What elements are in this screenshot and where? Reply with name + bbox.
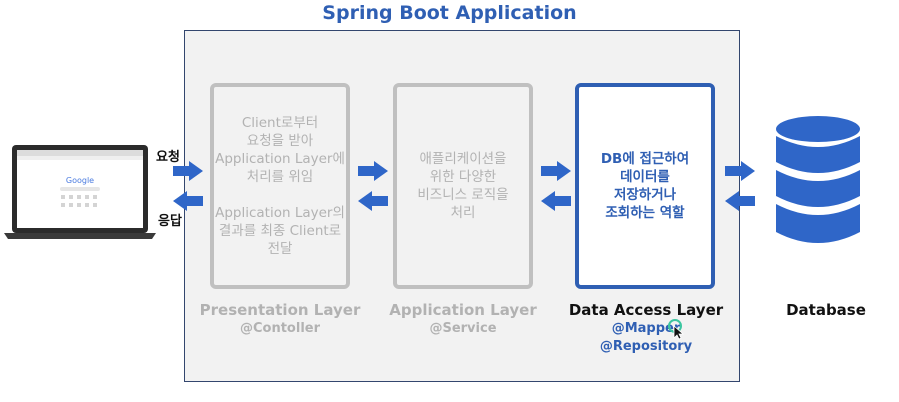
arrow-left-icon: [541, 191, 571, 211]
application-layer-box: 애플리케이션을 위한 다양한 비즈니스 로직을 처리: [393, 83, 533, 289]
cursor-icon: [666, 318, 686, 340]
database-icon: [772, 114, 864, 254]
application-layer-annotation: @Service: [429, 321, 497, 336]
arrow-left-icon: [173, 191, 203, 211]
data-access-layer-name: Data Access Layer: [568, 301, 724, 319]
diagram-title: Spring Boot Application: [322, 2, 577, 24]
laptop-icon: [4, 143, 156, 241]
google-logo: Google: [65, 176, 95, 185]
application-layer-name: Application Layer: [389, 301, 537, 319]
data-access-layer-annotation: @Mapper @Repository: [599, 321, 693, 354]
data-access-layer-box: DB에 접근하여 데이터를 저장하거나 조회하는 역할: [575, 83, 715, 289]
arrow-left-icon: [725, 191, 755, 211]
arrow-right-icon: [725, 161, 755, 181]
presentation-layer-box: Client로부터 요청을 받아 Application Layer에 처리를 …: [210, 83, 350, 289]
application-layer-description: 애플리케이션을 위한 다양한 비즈니스 로직을 처리: [417, 151, 509, 221]
database-label: Database: [786, 301, 866, 319]
arrow-left-icon: [358, 191, 388, 211]
presentation-layer-annotation: @Contoller: [239, 321, 320, 336]
presentation-layer-description: Client로부터 요청을 받아 Application Layer에 처리를 …: [215, 115, 345, 257]
response-label: 응답: [158, 214, 182, 229]
request-label: 요청: [156, 150, 180, 165]
presentation-layer-name: Presentation Layer: [199, 301, 361, 319]
data-access-layer-description: DB에 접근하여 데이터를 저장하거나 조회하는 역할: [600, 151, 690, 221]
arrow-right-icon: [173, 161, 203, 181]
arrow-right-icon: [358, 161, 388, 181]
arrow-right-icon: [541, 161, 571, 181]
